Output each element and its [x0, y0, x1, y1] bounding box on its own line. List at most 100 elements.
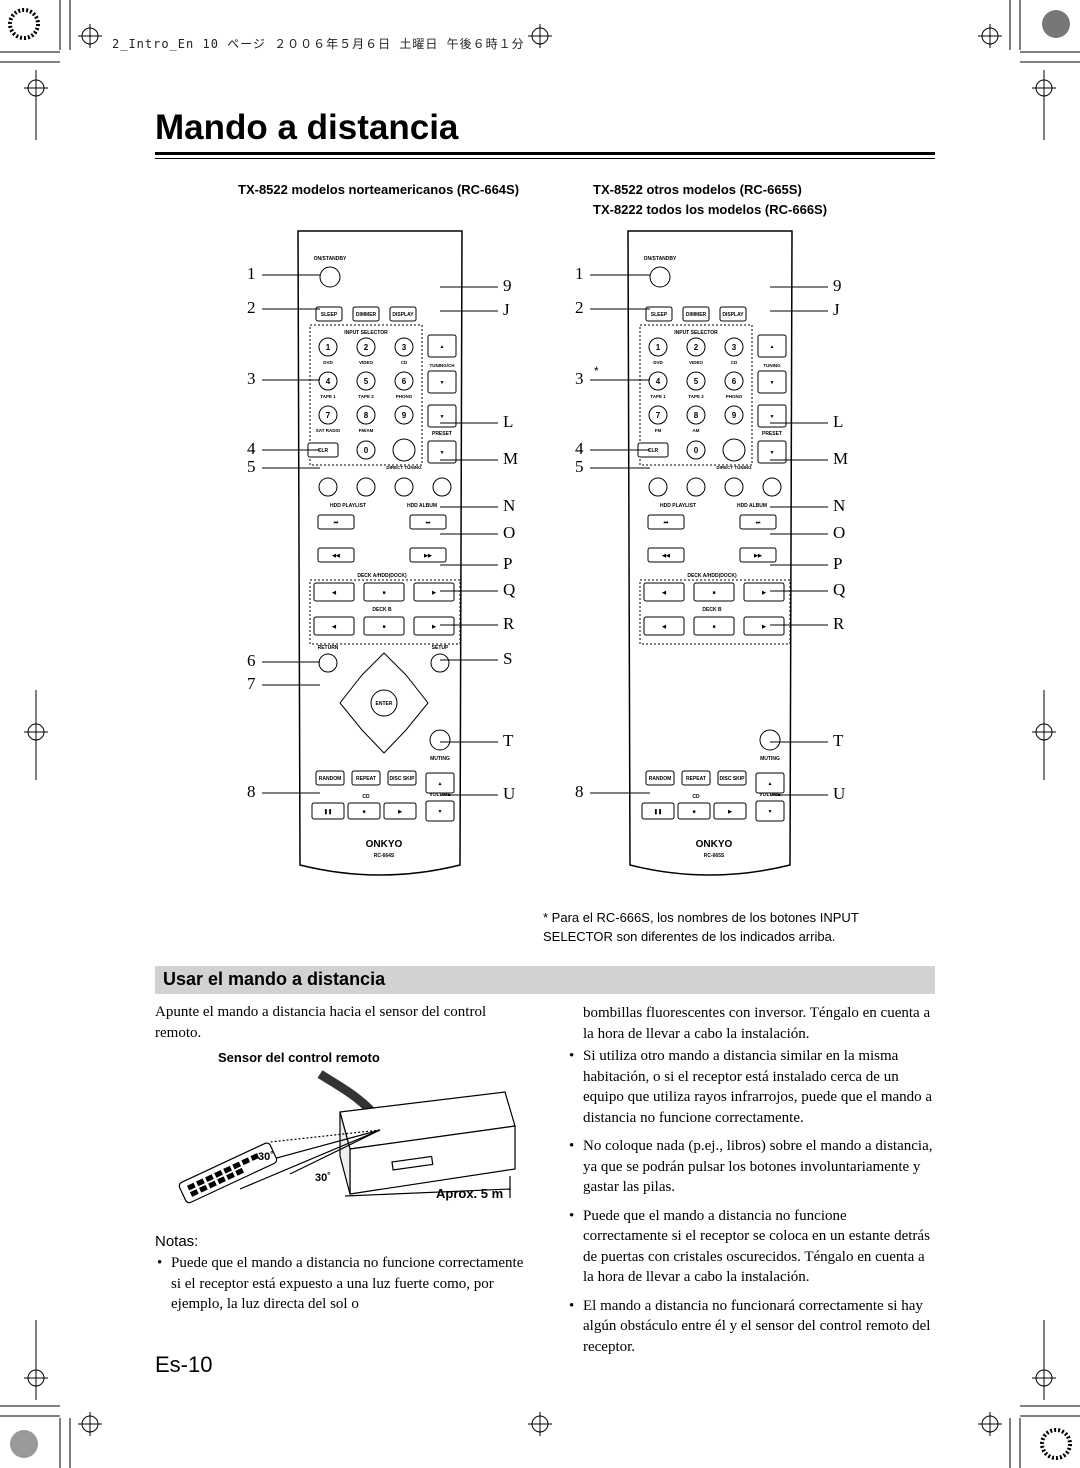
- number-5-button[interactable]: [686, 371, 706, 391]
- ffwd-button[interactable]: [409, 547, 447, 563]
- number-9-button[interactable]: [394, 405, 414, 425]
- direct-tuning-button[interactable]: [392, 438, 416, 462]
- dimmer-button[interactable]: [352, 306, 380, 322]
- preset-down-button[interactable]: [757, 404, 787, 428]
- deck-b-play-button-label: ▶: [761, 624, 767, 630]
- sleep-button[interactable]: [315, 306, 343, 322]
- disc-skip-button[interactable]: [717, 770, 747, 786]
- cd-stop-button[interactable]: [347, 802, 381, 820]
- number-7-button[interactable]: [318, 405, 338, 425]
- tuning-up-button[interactable]: [427, 334, 457, 358]
- hdd-button[interactable]: [648, 477, 668, 497]
- number-sublabel: CD: [731, 360, 738, 365]
- number-0-button[interactable]: [686, 440, 706, 460]
- repeat-button[interactable]: [351, 770, 381, 786]
- number-4-button[interactable]: [318, 371, 338, 391]
- number-4-button[interactable]: [648, 371, 668, 391]
- volume-down-button[interactable]: [755, 800, 785, 822]
- cd-play-button[interactable]: [713, 802, 747, 820]
- cd-pause-button[interactable]: [311, 802, 345, 820]
- number-6-button[interactable]: [394, 371, 414, 391]
- rewind-button[interactable]: [647, 547, 685, 563]
- rewind-button-label: ◀◀: [331, 553, 340, 559]
- hdd-button[interactable]: [394, 477, 414, 497]
- display-button[interactable]: [719, 306, 747, 322]
- hdd-button[interactable]: [432, 477, 452, 497]
- return-button[interactable]: [318, 653, 338, 673]
- deck-a-reverse-button[interactable]: [643, 582, 685, 602]
- hdd-button[interactable]: [356, 477, 376, 497]
- deck-b-play-button[interactable]: [743, 616, 785, 636]
- rewind-button[interactable]: [317, 547, 355, 563]
- setup-button[interactable]: [430, 653, 450, 673]
- rewind-button-label: ◀◀: [661, 553, 670, 559]
- volume-down-button[interactable]: [425, 800, 455, 822]
- number-1-button[interactable]: [648, 337, 668, 357]
- skip-back-button[interactable]: [317, 514, 355, 530]
- number-6-button[interactable]: [724, 371, 744, 391]
- ffwd-button-label: ▶▶: [753, 553, 763, 559]
- number-2-button[interactable]: [356, 337, 376, 357]
- deck-b-stop-button[interactable]: [693, 616, 735, 636]
- number-8-button[interactable]: [356, 405, 376, 425]
- volume-up-button[interactable]: [755, 772, 785, 794]
- deck-a-stop-button[interactable]: [693, 582, 735, 602]
- hdd-playlist-label: HDD PLAYLIST: [660, 503, 696, 509]
- input-selector-group: [639, 324, 753, 466]
- deck-b-stop-button[interactable]: [363, 616, 405, 636]
- skip-back-button[interactable]: [647, 514, 685, 530]
- skip-fwd-button[interactable]: [739, 514, 777, 530]
- deck-a-stop-button[interactable]: [363, 582, 405, 602]
- section-title: Usar el mando a distancia: [163, 969, 386, 989]
- deck-b-play-button[interactable]: [413, 616, 455, 636]
- hdd-button[interactable]: [762, 477, 782, 497]
- number-0-button[interactable]: [356, 440, 376, 460]
- number-2-button[interactable]: [686, 337, 706, 357]
- number-9-button[interactable]: [724, 405, 744, 425]
- hdd-button[interactable]: [724, 477, 744, 497]
- number-5-button[interactable]: [356, 371, 376, 391]
- number-0-label: 0: [694, 446, 699, 455]
- tuning-down-button[interactable]: [427, 370, 457, 394]
- tuning-down-button[interactable]: [757, 370, 787, 394]
- deck-a-reverse-button[interactable]: [313, 582, 355, 602]
- hdd-button[interactable]: [318, 477, 338, 497]
- callout-left: 6: [247, 651, 256, 670]
- number-8-button[interactable]: [686, 405, 706, 425]
- display-button[interactable]: [389, 306, 417, 322]
- disc-skip-button[interactable]: [387, 770, 417, 786]
- muting-button[interactable]: [759, 729, 781, 751]
- number-7-button[interactable]: [648, 405, 668, 425]
- number-3-button[interactable]: [724, 337, 744, 357]
- on-standby-button[interactable]: [649, 266, 671, 288]
- direct-tuning-button[interactable]: [722, 438, 746, 462]
- note-item: Puede que el mando a distancia no funcio…: [567, 1206, 933, 1288]
- preset-down-button[interactable]: [427, 404, 457, 428]
- repeat-button[interactable]: [681, 770, 711, 786]
- hdd-button[interactable]: [686, 477, 706, 497]
- preset-up-button[interactable]: [757, 440, 787, 464]
- enter-button[interactable]: [370, 689, 398, 717]
- deck-b-reverse-button[interactable]: [313, 616, 355, 636]
- muting-button[interactable]: [429, 729, 451, 751]
- ffwd-button[interactable]: [739, 547, 777, 563]
- ffwd-button-label: ▶▶: [423, 553, 433, 559]
- on-standby-button[interactable]: [319, 266, 341, 288]
- random-button[interactable]: [315, 770, 345, 786]
- skip-fwd-button[interactable]: [409, 514, 447, 530]
- deck-a-play-button[interactable]: [413, 582, 455, 602]
- number-3-button[interactable]: [394, 337, 414, 357]
- number-7-label: 7: [326, 411, 331, 420]
- dimmer-button[interactable]: [682, 306, 710, 322]
- deck-a-play-button[interactable]: [743, 582, 785, 602]
- sleep-button[interactable]: [645, 306, 673, 322]
- cd-play-button[interactable]: [383, 802, 417, 820]
- volume-up-button[interactable]: [425, 772, 455, 794]
- number-1-button[interactable]: [318, 337, 338, 357]
- tuning-up-button[interactable]: [757, 334, 787, 358]
- preset-up-button[interactable]: [427, 440, 457, 464]
- random-button[interactable]: [645, 770, 675, 786]
- deck-b-reverse-button[interactable]: [643, 616, 685, 636]
- cd-pause-button[interactable]: [641, 802, 675, 820]
- cd-stop-button[interactable]: [677, 802, 711, 820]
